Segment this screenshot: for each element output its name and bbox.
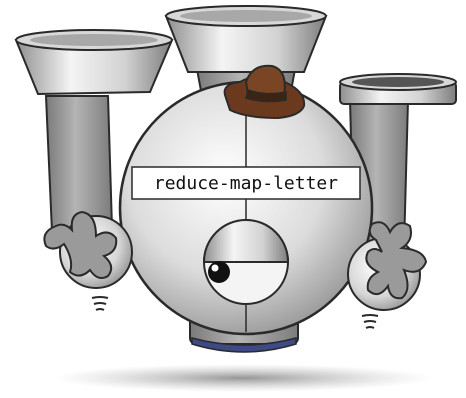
left-pipe xyxy=(14,29,174,234)
name-label: reduce-map-letter xyxy=(131,166,361,200)
fedora-hat-icon xyxy=(223,64,306,120)
eye-icon xyxy=(202,219,290,305)
right-hand-icon xyxy=(347,221,428,329)
floor-shadow xyxy=(52,364,432,392)
name-label-text: reduce-map-letter xyxy=(154,173,338,194)
left-hand-icon xyxy=(43,210,133,311)
